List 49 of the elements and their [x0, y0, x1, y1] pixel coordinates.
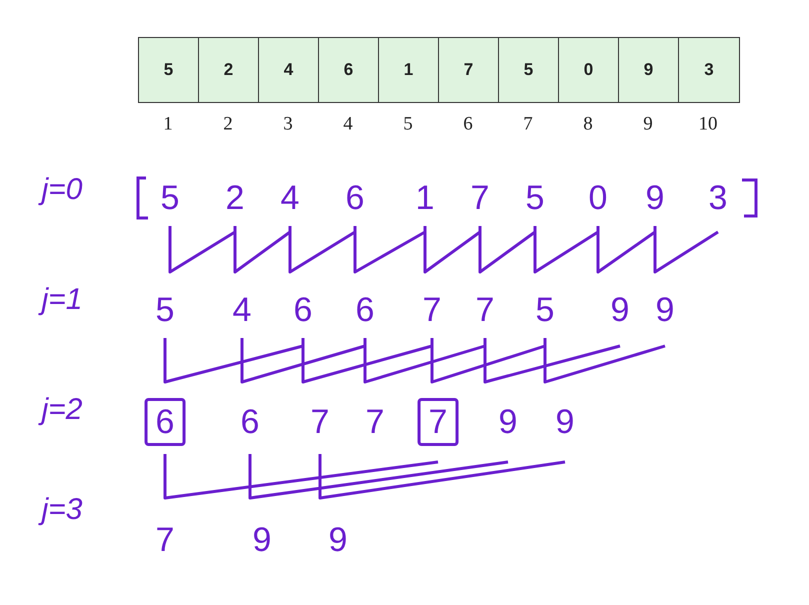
handwritten-value: 7 [470, 181, 490, 215]
handwritten-value: 6 [294, 293, 312, 327]
handwritten-value: 1 [416, 181, 434, 215]
array-cell: 5 [139, 38, 199, 102]
handwritten-value: 2 [226, 181, 244, 215]
index-number: 8 [583, 114, 593, 134]
highlight-box: 6 [144, 398, 186, 446]
handwritten-value: 9 [498, 405, 518, 439]
handwritten-value: 5 [536, 293, 554, 327]
handwritten-value: 0 [588, 181, 608, 215]
handwritten-value: 5 [526, 181, 544, 215]
handwritten-value: 4 [232, 293, 252, 327]
handwritten-value: 6 [240, 405, 260, 439]
handwritten-value: 7 [366, 405, 384, 439]
handwritten-value: 7 [310, 405, 330, 439]
array-cell: 2 [199, 38, 259, 102]
highlight-box: 7 [418, 398, 458, 446]
index-number: 9 [643, 114, 653, 134]
handwritten-value: 6 [346, 181, 364, 215]
handwritten-value: 9 [610, 293, 630, 327]
index-number: 10 [698, 114, 718, 134]
handwritten-value: 4 [280, 181, 300, 215]
handwritten-value: 5 [156, 293, 174, 327]
array-cell: 0 [559, 38, 619, 102]
index-number: 7 [523, 114, 533, 134]
handwritten-value: 9 [328, 523, 348, 557]
array-cell: 1 [379, 38, 439, 102]
handwritten-value: 9 [252, 523, 272, 557]
handwritten-value: 7 [422, 293, 442, 327]
handwritten-value: 9 [646, 181, 664, 215]
handwritten-value: 7 [476, 293, 494, 327]
handwritten-value: 5 [160, 181, 180, 215]
array-cell: 9 [619, 38, 679, 102]
handwritten-value: 3 [708, 181, 728, 215]
array-cell: 3 [679, 38, 739, 102]
index-number: 6 [463, 114, 473, 134]
handwritten-value: 9 [656, 293, 674, 327]
handwritten-value: 6 [356, 293, 374, 327]
index-number: 4 [343, 114, 353, 134]
handwritten-value: 9 [556, 405, 574, 439]
index-number: 5 [403, 114, 413, 134]
handwritten-value: 7 [156, 523, 174, 557]
array-cell: 5 [499, 38, 559, 102]
array-cell: 6 [319, 38, 379, 102]
index-number: 2 [223, 114, 233, 134]
index-number: 3 [283, 114, 293, 134]
index-number: 1 [163, 114, 173, 134]
array-cell: 4 [259, 38, 319, 102]
array-cell: 7 [439, 38, 499, 102]
